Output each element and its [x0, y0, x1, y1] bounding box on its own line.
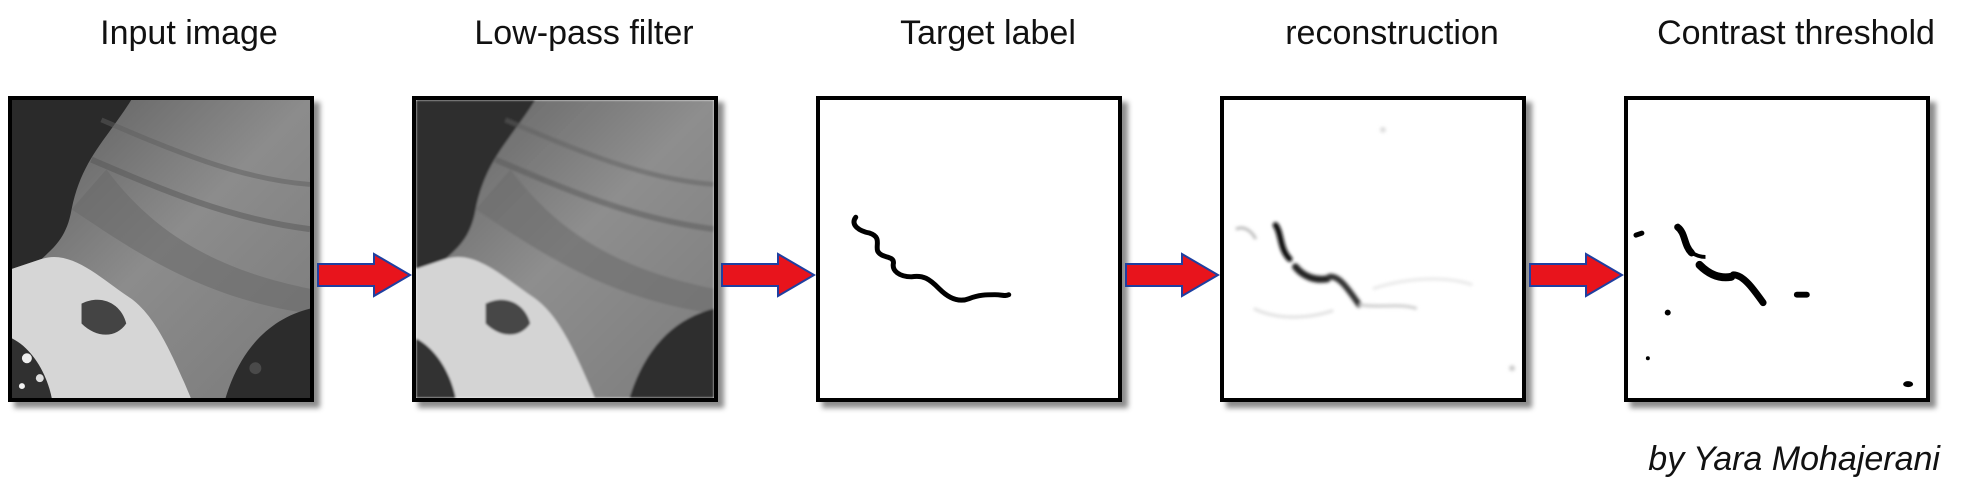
stage-title-target-label: Target label: [900, 14, 1076, 52]
author-credit: by Yara Mohajerani: [1648, 440, 1940, 478]
arrow-1: [316, 252, 412, 298]
target-label-panel: [816, 96, 1122, 402]
stage-title-contrast-threshold: Contrast threshold: [1657, 14, 1935, 52]
arrow-2: [720, 252, 816, 298]
stage-title-reconstruction: reconstruction: [1285, 14, 1499, 52]
input-satellite-image: [12, 100, 310, 398]
target-label-image: [851, 214, 1012, 303]
low-pass-filter-panel: [412, 96, 718, 402]
low-pass-filtered-image: [416, 100, 714, 398]
stage-title-low-pass-filter: Low-pass filter: [474, 14, 694, 52]
arrow-4: [1528, 252, 1624, 298]
input-image-panel: [8, 96, 314, 402]
stage-title-input-image: Input image: [100, 14, 278, 52]
arrow-3: [1124, 252, 1220, 298]
contrast-threshold-panel: [1624, 96, 1930, 402]
calving-front-line: [851, 214, 1012, 303]
reconstruction-panel: [1220, 96, 1526, 402]
contrast-threshold-image: [1633, 223, 1914, 388]
reconstruction-image: [1235, 126, 1516, 372]
